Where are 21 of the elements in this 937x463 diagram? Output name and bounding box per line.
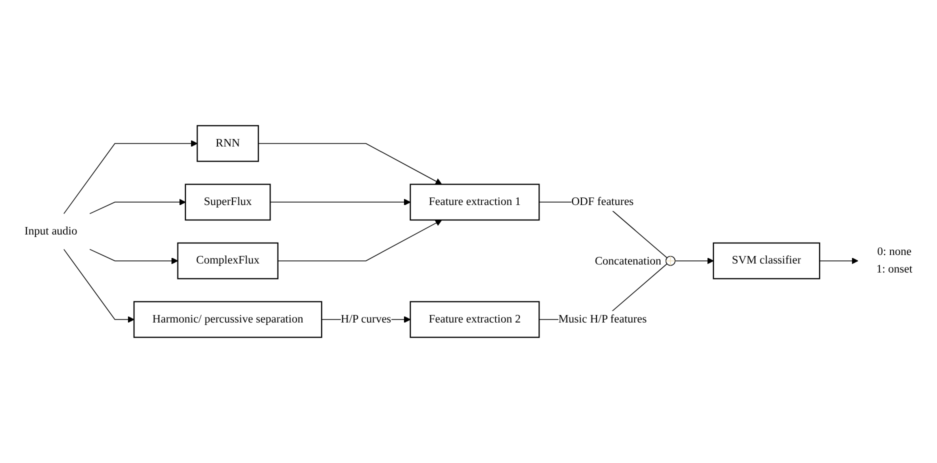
process-box: Harmonic/ percussive separation [133, 301, 322, 338]
node-caption: Concatenation [594, 256, 662, 268]
edge-label: ODF features [571, 194, 634, 211]
text-label: Input audio [24, 225, 78, 238]
arrow [63, 140, 198, 214]
summing-junction-circle [594, 256, 676, 268]
process-box: Feature extraction 1 [410, 184, 540, 221]
arrow [674, 257, 714, 264]
process-box: SVM classifier [712, 242, 820, 280]
arrow [277, 220, 442, 262]
text-label: 0: none 1: onset [876, 246, 912, 276]
arrow [258, 143, 442, 185]
process-box: Feature extraction 2 [410, 301, 540, 338]
process-box: SuperFlux [184, 184, 271, 221]
arrow [63, 248, 134, 323]
arrow [819, 257, 858, 264]
process-box: ComplexFlux [177, 242, 278, 280]
process-box: RNN [196, 125, 259, 162]
arrow [89, 198, 186, 214]
arrow [270, 198, 411, 206]
arrow [89, 248, 178, 264]
